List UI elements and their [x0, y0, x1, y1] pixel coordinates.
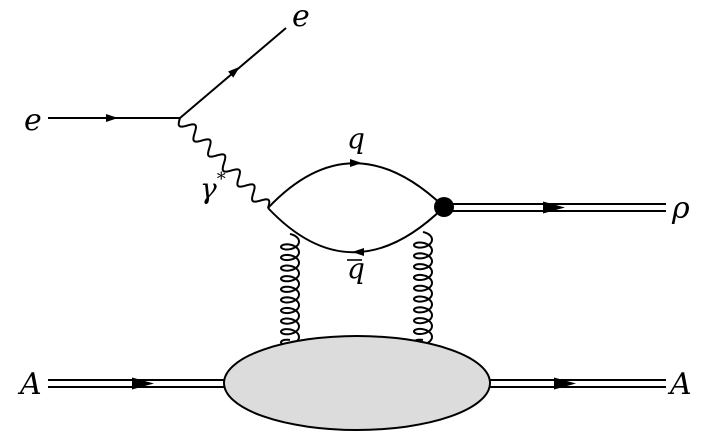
label-quark: q: [347, 122, 365, 155]
label-nucleus-out: A: [667, 367, 692, 402]
label-photon-symbol: γ: [200, 172, 217, 205]
label-photon-superscript: *: [217, 169, 226, 190]
left-gluon-line: [279, 233, 301, 346]
label-antiquark: q: [347, 252, 365, 285]
quark-loop: [267, 162, 445, 254]
electron-line: [48, 27, 287, 119]
virtual-photon-line: [177, 117, 271, 209]
label-rho: ρ: [671, 191, 690, 226]
outgoing-nucleus-line: [490, 379, 666, 388]
incoming-electron-arrow: [106, 114, 118, 122]
rho-meson-line: [444, 203, 666, 212]
meson-vertex-dot: [434, 197, 454, 217]
label-nucleus-in: A: [17, 367, 42, 402]
nucleus-blob: [223, 335, 491, 431]
label-electron-in: e: [24, 103, 42, 138]
right-gluon-line: [412, 231, 434, 346]
label-photon: γ*: [200, 169, 226, 205]
quark-line: [267, 162, 445, 209]
quark-arrow: [350, 159, 362, 167]
label-electron-out: e: [292, 0, 310, 34]
